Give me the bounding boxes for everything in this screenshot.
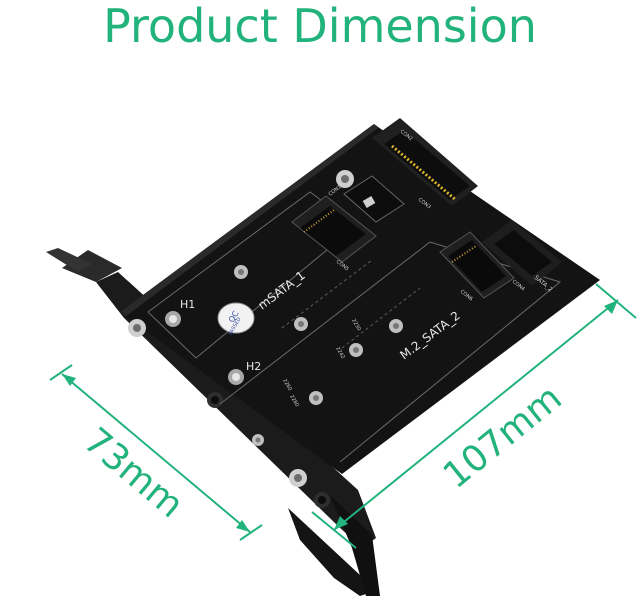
sata-connector-2 bbox=[482, 220, 562, 286]
sata-connector bbox=[372, 118, 478, 206]
mounting-hole bbox=[234, 265, 248, 279]
size-mark: 2230 bbox=[350, 318, 362, 332]
page-title: Product Dimension bbox=[103, 0, 537, 53]
mounting-hole bbox=[294, 317, 308, 331]
pcb-board: QC PASSED bbox=[120, 118, 600, 487]
h2-label: H2 bbox=[246, 360, 261, 373]
size-mark: 2280 bbox=[288, 394, 300, 408]
m2-slot bbox=[439, 231, 515, 299]
standoff-screw bbox=[228, 369, 244, 385]
size-mark: 2260 bbox=[281, 378, 293, 392]
length-label: 107mm bbox=[436, 377, 570, 496]
length-dimension bbox=[311, 283, 637, 549]
width-dimension bbox=[49, 364, 263, 541]
mounting-hole bbox=[349, 343, 363, 357]
mounting-hole bbox=[309, 391, 323, 405]
mounting-hole bbox=[252, 434, 264, 446]
qc-passed-sticker: QC PASSED bbox=[217, 302, 255, 336]
mounting-hole bbox=[289, 469, 307, 487]
mounting-hole bbox=[128, 319, 146, 337]
width-label: 73mm bbox=[76, 420, 191, 526]
mounting-hole bbox=[389, 319, 403, 333]
standoff-screw bbox=[165, 311, 181, 327]
ic-chip bbox=[343, 175, 405, 223]
h1-label: H1 bbox=[180, 298, 195, 311]
mounting-hole bbox=[336, 170, 354, 188]
msata-slot bbox=[291, 195, 377, 263]
size-mark: 2242 bbox=[334, 346, 346, 360]
